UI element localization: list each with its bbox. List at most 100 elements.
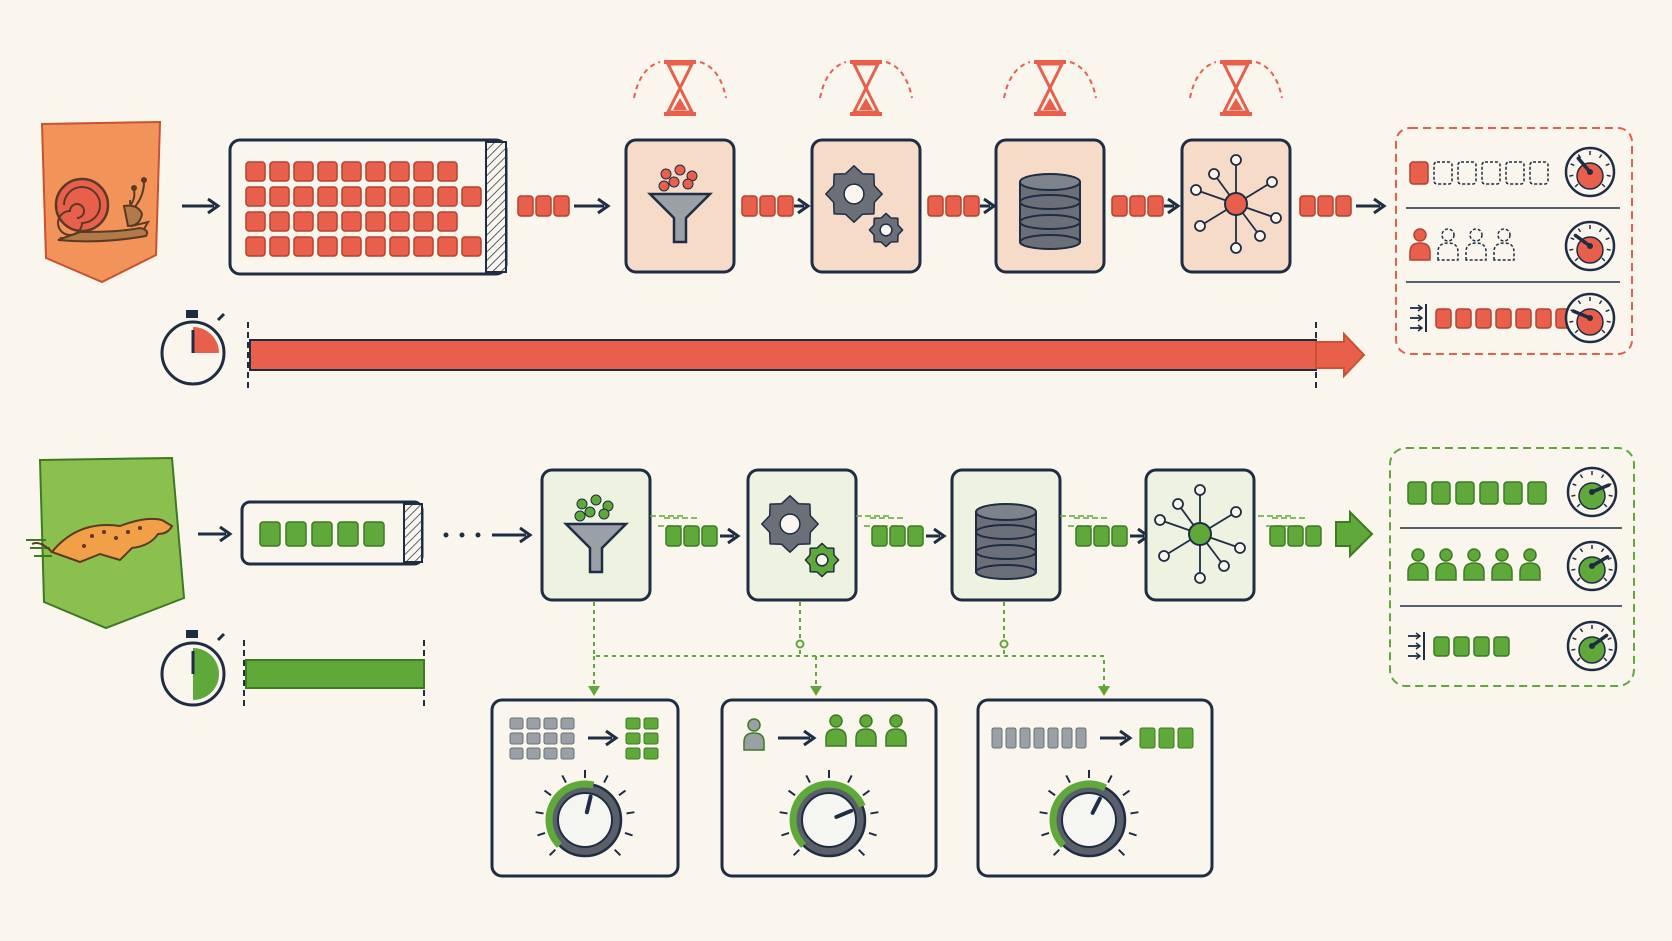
block: [1431, 481, 1451, 505]
arrow: [588, 729, 619, 747]
block: [437, 186, 458, 207]
block: [1269, 525, 1286, 547]
block: [1287, 525, 1304, 547]
block: [1407, 481, 1427, 505]
block: [1481, 161, 1501, 185]
gauge-icon: [1566, 466, 1618, 518]
hourglass-icon: [819, 60, 913, 116]
fast-output-arrow: [1335, 509, 1374, 559]
flow-blocks: [665, 525, 718, 547]
block: [517, 195, 534, 217]
person-icon: [1491, 548, 1513, 581]
block: [437, 211, 458, 232]
block: [1129, 195, 1146, 217]
funnel-icon: [562, 494, 630, 574]
block: [293, 211, 314, 232]
flow-blocks: [927, 195, 980, 217]
block: [1473, 636, 1490, 657]
block: [293, 186, 314, 207]
slow-stages: [517, 60, 1387, 274]
flow-blocks: [871, 525, 924, 547]
block: [341, 211, 362, 232]
fast-stages: [540, 468, 1322, 602]
snail-badge: [40, 120, 162, 284]
person-icon: [1463, 548, 1485, 581]
block: [889, 525, 906, 547]
stopwatch-icon: [160, 630, 226, 707]
cheetah-badge: [26, 456, 186, 630]
cheetah-icon: [26, 517, 174, 564]
speed-lines: [1060, 515, 1108, 527]
block: [1305, 525, 1322, 547]
block: [1475, 308, 1492, 329]
block: [311, 521, 333, 547]
block: [871, 525, 888, 547]
person-icon: [1493, 228, 1515, 261]
block: [461, 186, 482, 207]
block: [1455, 481, 1475, 505]
hourglass-icon: [633, 60, 727, 116]
block: [1409, 161, 1429, 185]
hourglass-icon: [1189, 60, 1283, 116]
block: [1505, 161, 1525, 185]
person-icon: [885, 714, 907, 747]
dial-knob-icon: [1039, 770, 1139, 858]
block: [437, 236, 458, 257]
block: [389, 161, 410, 182]
slow-stage: [1180, 60, 1292, 274]
gears-icon: [825, 165, 904, 248]
block: [269, 161, 290, 182]
block: [341, 161, 362, 182]
block: [245, 211, 266, 232]
metric-row: [1407, 466, 1618, 518]
gauge-icon: [1566, 620, 1618, 672]
slow-queue-blocks: [245, 161, 482, 257]
person-icon: [1465, 228, 1487, 261]
speed-lines: [1258, 515, 1306, 527]
arrow: [926, 527, 947, 545]
block: [1299, 195, 1316, 217]
block: [1479, 481, 1499, 505]
person-icon: [1437, 228, 1459, 261]
block: [317, 236, 338, 257]
block: [245, 186, 266, 207]
slow-metrics: [1409, 146, 1616, 344]
fast-metrics-panel: [1389, 447, 1635, 687]
tuning-panels: [490, 698, 1214, 878]
block: [907, 525, 924, 547]
fast-duration-bar: [245, 659, 425, 689]
block: [365, 211, 386, 232]
gauge-icon: [1566, 540, 1618, 592]
person-icon: [825, 714, 847, 747]
block: [1455, 308, 1472, 329]
block: [341, 236, 362, 257]
person-icon: [1407, 548, 1429, 581]
funnel-icon: [646, 164, 714, 244]
database-icon: [975, 503, 1037, 580]
flow-blocks: [517, 195, 570, 217]
block: [317, 186, 338, 207]
speed-lines: [856, 515, 904, 527]
block: [1075, 525, 1092, 547]
block: [461, 236, 482, 257]
fast-stage: [1144, 468, 1256, 602]
gauge-icon: [1564, 292, 1616, 344]
block: [777, 195, 794, 217]
slow-metrics-panel: [1395, 127, 1633, 355]
slow-duration-bar: [249, 331, 1366, 379]
block: [1493, 636, 1510, 657]
block: [269, 186, 290, 207]
arrow: [794, 197, 811, 215]
tuning-panel: [976, 698, 1214, 878]
arrow: [980, 197, 997, 215]
metric-row: [1410, 292, 1616, 344]
block: [259, 521, 281, 547]
arrow: [1164, 197, 1181, 215]
block: [365, 161, 386, 182]
block: [1111, 525, 1128, 547]
backlog-icon: [1410, 304, 1427, 332]
block: [683, 525, 700, 547]
block: [759, 195, 776, 217]
